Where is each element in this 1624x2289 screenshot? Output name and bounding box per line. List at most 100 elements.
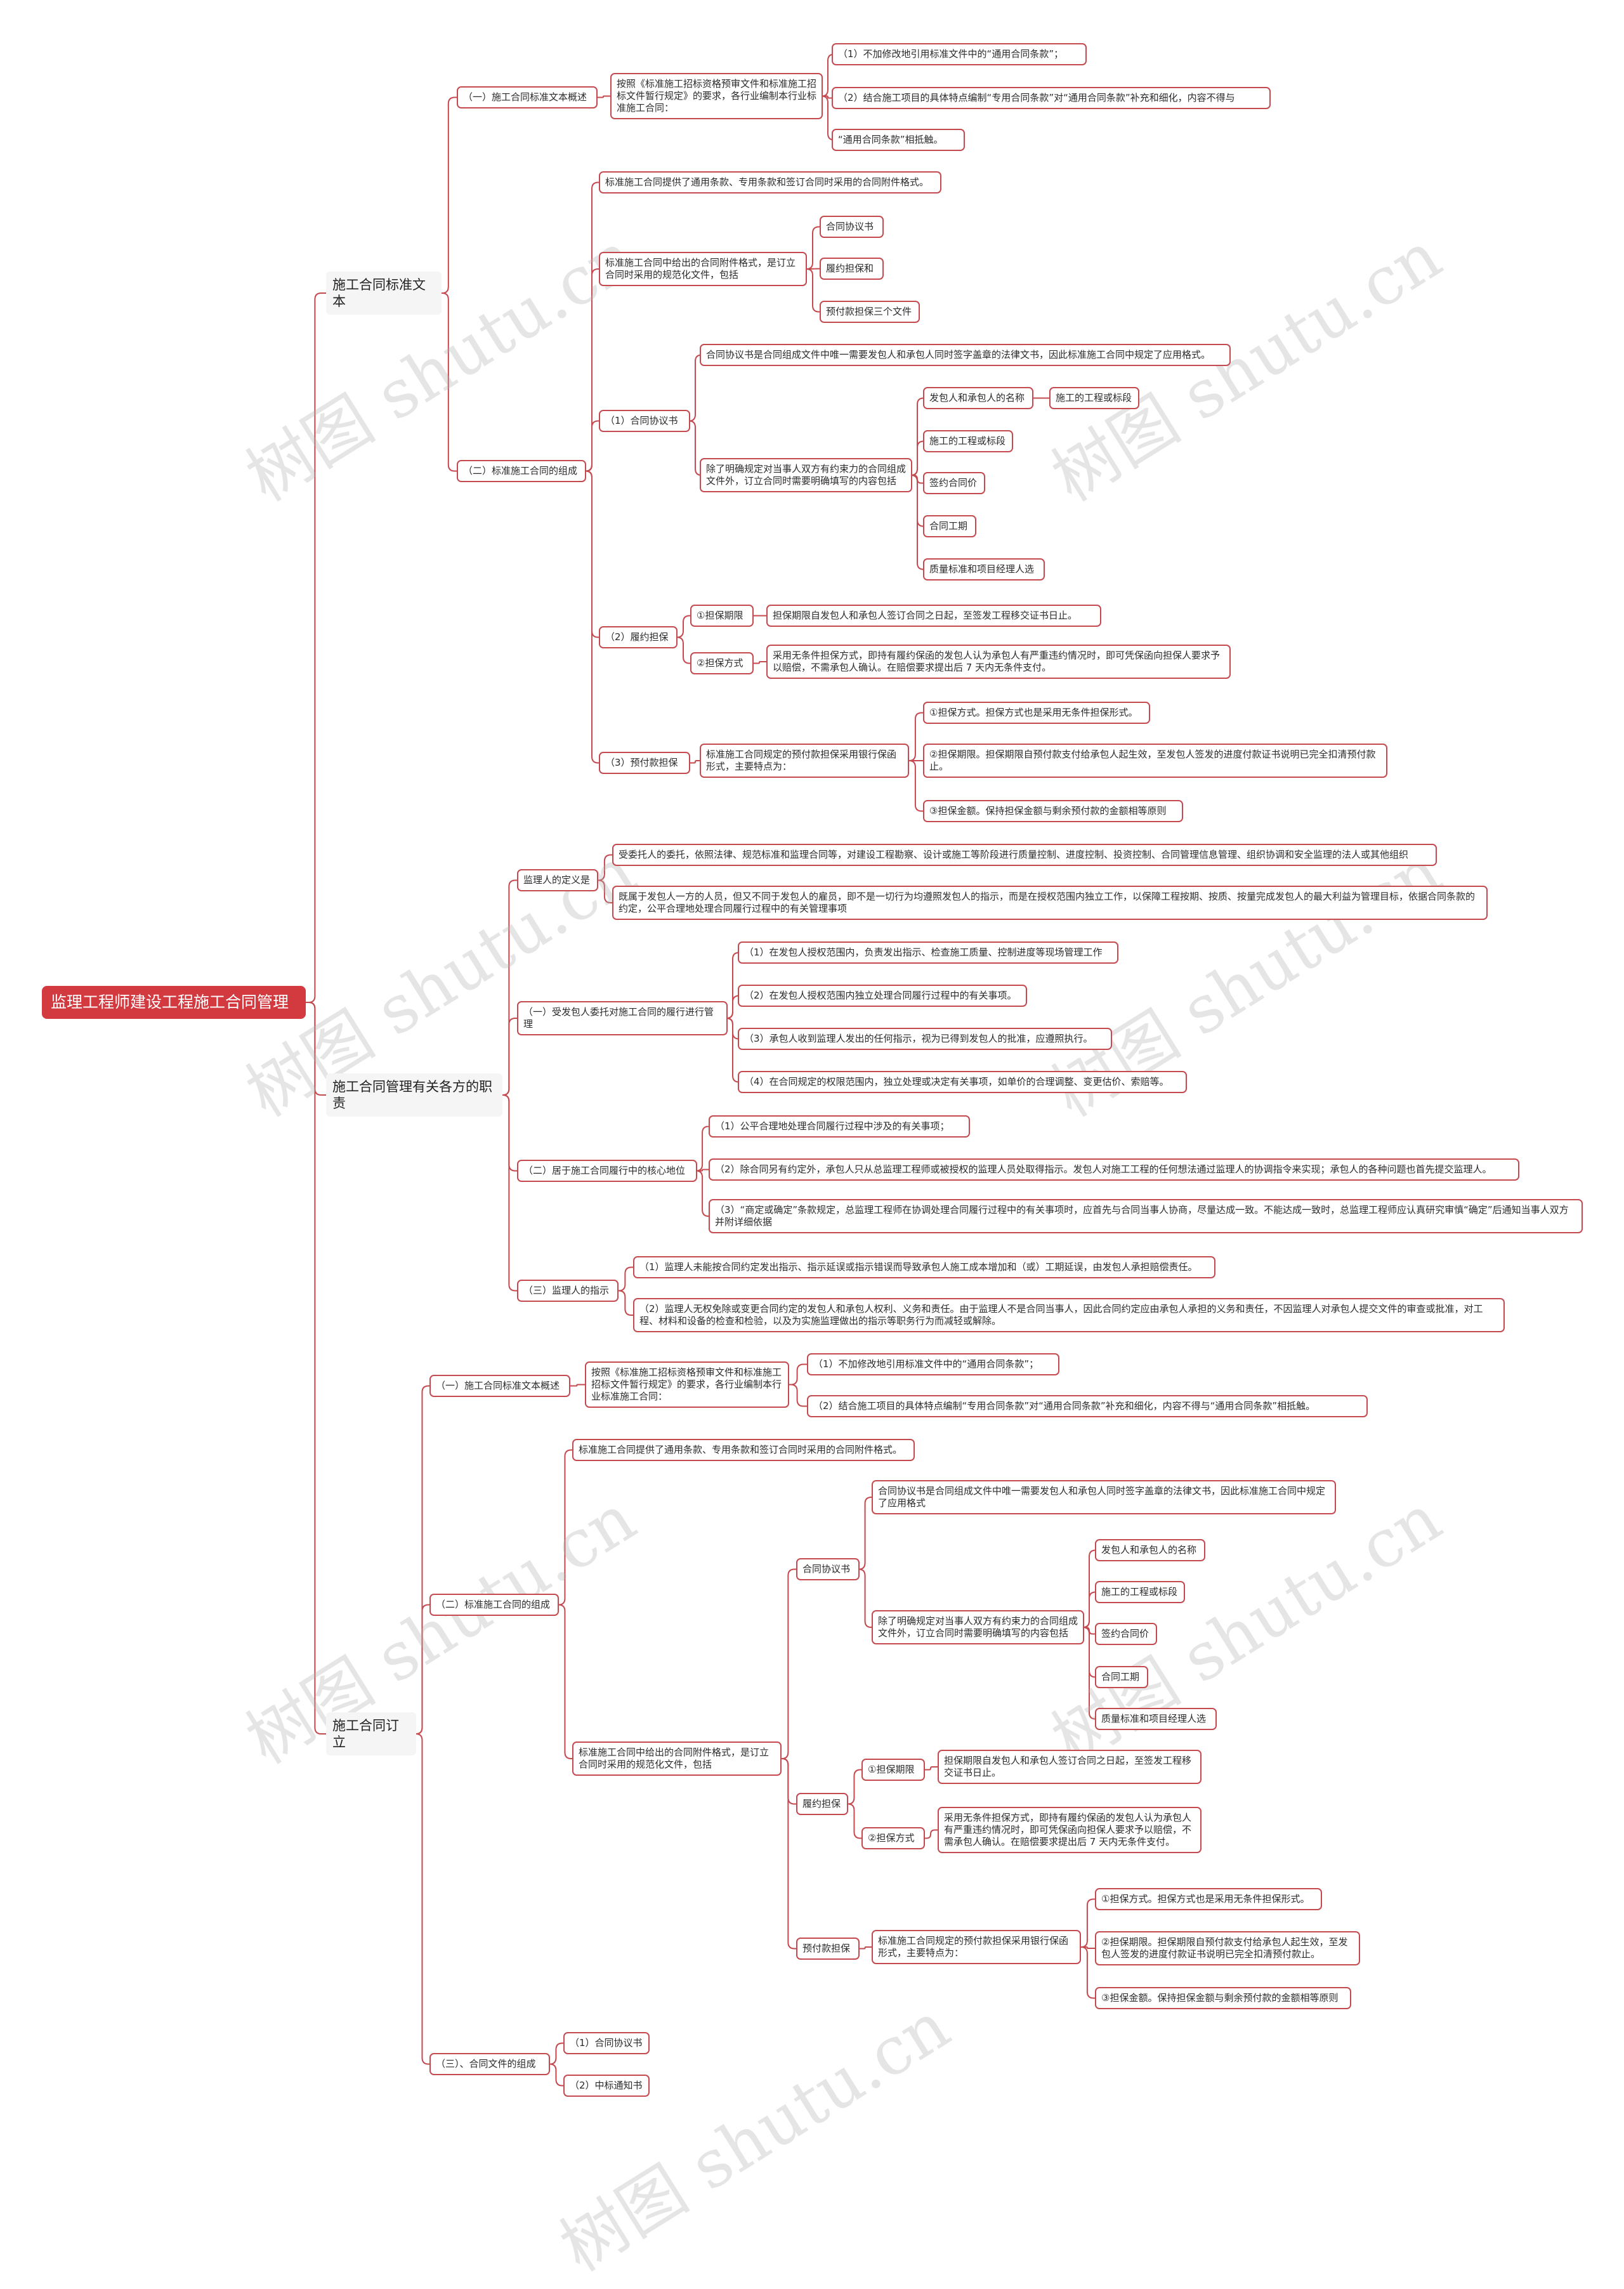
b1-agreement-desc[interactable]: 合同协议书是合同组成文件中唯一需要发包人和承包人同时签字盖章的法律文书，因此标准… — [700, 344, 1231, 366]
duty-instructions-1[interactable]: （1）监理人未能按合同约定发出指示、指示延误或指示错误而导致承包人施工成本增加和… — [633, 1256, 1215, 1278]
connector — [1082, 1627, 1096, 1720]
b3-bond-period-desc[interactable]: 担保期限自发包人和承包人签订合同之日起，至签发工程移交证书日止。 — [938, 1750, 1202, 1784]
connector — [306, 1002, 326, 1735]
b3-doc-award-notice[interactable]: （2）中标通知书 — [563, 2075, 650, 2097]
duty-entrusted-2[interactable]: （2）在发包人授权范围内独立处理合同履行过程中的有关事项。 — [738, 985, 1027, 1007]
b1-content-parties[interactable]: 发包人和承包人的名称 — [923, 387, 1033, 409]
b1-overview-item-1[interactable]: （1）不加修改地引用标准文件中的“通用合同条款”； — [832, 43, 1087, 65]
b3-composition-note[interactable]: 标准施工合同提供了通用条款、专用条款和签订合同时采用的合同附件格式。 — [572, 1439, 915, 1461]
b1-content-parties-sub[interactable]: 施工的工程或标段 — [1049, 387, 1139, 409]
b3-overview-item-2[interactable]: （2）结合施工项目的具体特点编制“专用合同条款”对“通用合同条款”补充和细化，内… — [807, 1395, 1368, 1417]
b1-content-period[interactable]: 合同工期 — [923, 515, 976, 537]
b1-overview-desc[interactable]: 按照《标准施工招标资格预审文件和标准施工招标文件暂行规定》的要求，各行业编制本行… — [610, 73, 823, 119]
b1-prepay-method[interactable]: ①担保方式。担保方式也是采用无条件担保形式。 — [923, 702, 1150, 724]
connector — [502, 1094, 517, 1172]
duty-instructions[interactable]: （三）监理人的指示 — [517, 1280, 619, 1302]
duty-core-3[interactable]: （3）“商定或确定”条款规定，总监理工程师在协调处理合同履行过程中的有关事项时，… — [709, 1199, 1583, 1233]
b1-bond-method-desc[interactable]: 采用无条件担保方式，即持有履约保函的发包人认为承包人有严重违约情况时，即可凭保函… — [766, 645, 1231, 679]
b3-content-period[interactable]: 合同工期 — [1095, 1666, 1148, 1688]
b3-attachments[interactable]: 标准施工合同中给出的合同附件格式，是订立合同时采用的规范化文件，包括 — [572, 1741, 782, 1776]
connector — [821, 95, 835, 141]
b3-documents[interactable]: （三）、合同文件的组成 — [429, 2053, 550, 2075]
b1-prepayment-bond[interactable]: （3）预付款担保 — [599, 752, 690, 774]
connector — [676, 615, 690, 638]
b1-content-price[interactable]: 签约合同价 — [923, 472, 985, 494]
b1-attach-performance[interactable]: 履约担保和 — [820, 258, 884, 280]
connector — [619, 1290, 633, 1316]
b3-agreement-desc[interactable]: 合同协议书是合同组成文件中唯一需要发包人和承包人同时签字盖章的法律文书，因此标准… — [872, 1480, 1336, 1514]
b3-prepay-amount[interactable]: ③担保金额。保持担保金额与剩余预付款的金额相等原则 — [1095, 1987, 1351, 2009]
connector — [688, 354, 702, 422]
duty-entrusted-3[interactable]: （3）承包人收到监理人发出的任何指示，视为已得到发包人的批准，应遵照执行。 — [738, 1028, 1112, 1050]
duty-entrusted-1[interactable]: （1）在发包人授权范围内，负责发出指示、检查施工质量、控制进度等现场管理工作 — [738, 941, 1118, 964]
connector — [925, 1829, 938, 1839]
b1-attachments[interactable]: 标准施工合同中给出的合同附件格式，是订立合同时采用的规范化文件，包括 — [599, 252, 807, 286]
connector — [502, 1094, 517, 1292]
connector — [619, 1266, 633, 1292]
b1-performance-bond[interactable]: （2）履约担保 — [599, 626, 678, 648]
connector — [860, 1946, 872, 1950]
b1-attach-agreement[interactable]: 合同协议书 — [820, 216, 884, 238]
connector — [690, 760, 700, 764]
branch-duties[interactable]: 施工合同管理有关各方的职责 — [326, 1073, 502, 1117]
b3-content-quality[interactable]: 质量标准和项目经理人选 — [1095, 1708, 1217, 1730]
duty-core-2[interactable]: （2）除合同另有约定外，承包人只从总监理工程师或被授权的监理人员处取得指示。发包… — [709, 1158, 1519, 1181]
b1-prepay-amount[interactable]: ③担保金额。保持担保金额与剩余预付款的金额相等原则 — [923, 800, 1183, 822]
b1-agreement-content[interactable]: 除了明确规定对当事人双方有约束力的合同组成文件外，订立合同时需要明确填写的内容包… — [700, 458, 912, 492]
connector — [823, 95, 832, 99]
connector — [598, 854, 612, 881]
root-topic[interactable]: 监理工程师建设工程施工合同管理 — [42, 986, 306, 1019]
b1-bond-method[interactable]: ②担保方式 — [690, 652, 754, 674]
b1-composition[interactable]: （二）标准施工合同的组成 — [457, 460, 586, 482]
b3-bond-method-desc[interactable]: 采用无条件担保方式，即持有履约保函的发包人认为承包人有严重违约情况时，即可凭保函… — [938, 1807, 1202, 1853]
duty-core[interactable]: （二）居于施工合同履行中的核心地位 — [517, 1160, 697, 1182]
b1-content-project[interactable]: 施工的工程或标段 — [923, 430, 1013, 452]
b1-bond-period[interactable]: ①担保期限 — [690, 605, 754, 627]
b3-prepay-desc[interactable]: 标准施工合同规定的预付款担保采用银行保函形式，主要特点为： — [872, 1930, 1081, 1964]
b1-overview[interactable]: （一）施工合同标准文本概述 — [457, 86, 598, 108]
b1-attach-prepayment[interactable]: 预付款担保三个文件 — [820, 301, 920, 323]
connector — [1080, 1898, 1095, 1948]
branch-signing[interactable]: 施工合同订立 — [326, 1712, 416, 1755]
connector — [910, 475, 924, 570]
b3-prepay-period[interactable]: ②担保期限。担保期限自预付款支付给承包人起生效，至发包人签发的进度付款证书说明已… — [1095, 1931, 1360, 1965]
b3-bond-period[interactable]: ①担保期限 — [861, 1759, 925, 1781]
connector — [910, 440, 924, 476]
b3-agreement-content[interactable]: 除了明确规定对当事人双方有约束力的合同组成文件外，订立合同时需要明确填写的内容包… — [872, 1610, 1084, 1644]
b1-prepay-period[interactable]: ②担保期限。担保期限自预付款支付给承包人起生效，至发包人签发的进度付款证书说明已… — [923, 744, 1387, 778]
b1-agreement[interactable]: （1）合同协议书 — [599, 410, 690, 432]
duty-entrusted[interactable]: （一）受发包人委托对施工合同的履行进行管理 — [517, 1001, 728, 1035]
b3-overview[interactable]: （一）施工合同标准文本概述 — [429, 1375, 570, 1397]
duty-core-1[interactable]: （1）公平合理地处理合同履行过程中涉及的有关事项； — [709, 1115, 970, 1138]
b1-content-quality[interactable]: 质量标准和项目经理人选 — [923, 558, 1045, 580]
b1-prepay-desc[interactable]: 标准施工合同规定的预付款担保采用银行保函形式，主要特点为： — [700, 744, 909, 778]
connector — [848, 1769, 861, 1805]
b1-bond-period-desc[interactable]: 担保期限自发包人和承包人签订合同之日起，至签发工程移交证书日止。 — [766, 605, 1101, 627]
b3-prepay-method[interactable]: ①担保方式。担保方式也是采用无条件担保形式。 — [1095, 1888, 1322, 1910]
b3-content-project[interactable]: 施工的工程或标段 — [1095, 1581, 1185, 1603]
connector — [858, 1497, 872, 1570]
connector — [908, 760, 923, 812]
b1-overview-item-2[interactable]: （2）结合施工项目的具体特点编制“专用合同条款”对“通用合同条款”补充和细化，内… — [832, 87, 1271, 109]
duty-entrusted-4[interactable]: （4）在合同规定的权限范围内，独立处理或决定有关事项，如单价的合理调整、变更估价… — [738, 1071, 1187, 1093]
branch-standard-text[interactable]: 施工合同标准文本 — [326, 272, 442, 315]
connector — [442, 292, 457, 472]
b1-composition-note[interactable]: 标准施工合同提供了通用条款、专用条款和签订合同时采用的合同附件格式。 — [599, 171, 941, 193]
b3-composition[interactable]: （二）标准施工合同的组成 — [429, 1594, 559, 1616]
supervisor-definition-a[interactable]: 受委托人的委托，依照法律、规范标准和监理合同等，对建设工程勘察、设计或施工等阶段… — [612, 844, 1437, 866]
b3-doc-agreement[interactable]: （1）合同协议书 — [563, 2032, 650, 2054]
b3-performance-bond[interactable]: 履约担保 — [796, 1793, 848, 1815]
b3-agreement[interactable]: 合同协议书 — [796, 1558, 860, 1580]
connector — [782, 1758, 796, 1805]
b3-prepayment-bond[interactable]: 预付款担保 — [796, 1938, 860, 1960]
b3-bond-method[interactable]: ②担保方式 — [861, 1827, 925, 1849]
duty-instructions-2[interactable]: （2）监理人无权免除或变更合同约定的发包人和承包人权利、义务和责任。由于监理人不… — [633, 1298, 1505, 1332]
b3-overview-item-1[interactable]: （1）不加修改地引用标准文件中的“通用合同条款”； — [807, 1353, 1059, 1375]
supervisor-definition-b[interactable]: 既属于发包人一方的人员，但又不同于发包人的雇员，即不是一切行为均遵照发包人的指示… — [612, 886, 1488, 920]
supervisor-definition[interactable]: 监理人的定义是 — [517, 869, 598, 891]
b3-overview-desc[interactable]: 按照《标准施工招标资格预审文件和标准施工招标文件暂行规定》的要求，各行业编制本行… — [585, 1361, 789, 1408]
b1-overview-item-3[interactable]: “通用合同条款”相抵触。 — [832, 129, 965, 151]
connector — [416, 1733, 429, 2065]
b3-content-price[interactable]: 签约合同价 — [1095, 1623, 1157, 1645]
b3-content-parties[interactable]: 发包人和承包人的名称 — [1095, 1539, 1205, 1561]
